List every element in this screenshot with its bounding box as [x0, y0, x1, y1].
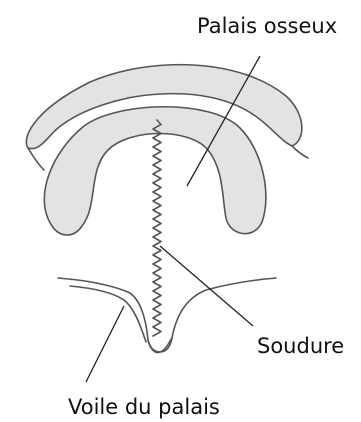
outer-arch-left-end	[28, 148, 44, 170]
label-soft-palate: Voile du palais	[68, 395, 220, 419]
soft-palate-inner-line	[70, 286, 146, 342]
outer-arch-right-end	[292, 146, 308, 158]
label-bone-palate: Palais osseux	[197, 14, 337, 38]
inner-palate-horseshoe	[44, 107, 266, 235]
midline-suture	[153, 120, 161, 336]
label-fusion: Soudure	[257, 334, 344, 358]
uvula	[148, 338, 172, 353]
leader-fusion	[160, 246, 253, 326]
leader-soft-palate	[86, 306, 124, 382]
